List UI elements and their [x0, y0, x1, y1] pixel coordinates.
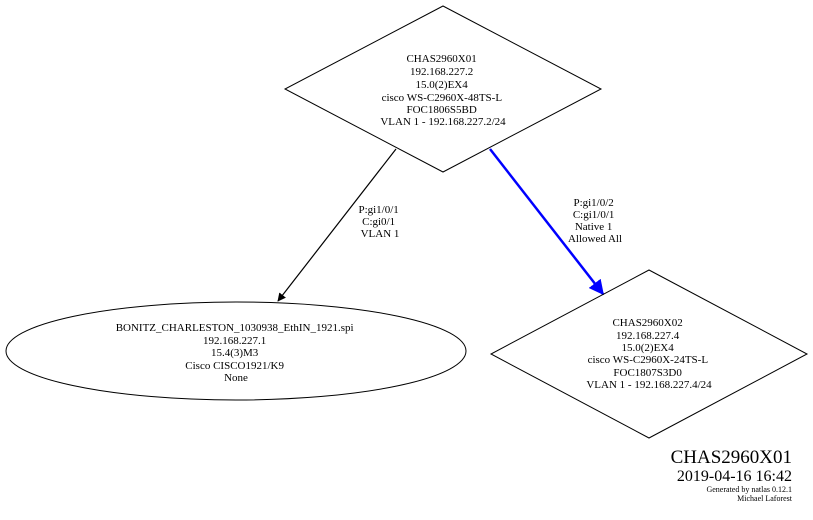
node-label-line: Cisco CISCO1921/K9	[185, 360, 284, 372]
node-label-line: cisco WS-C2960X-24TS-L	[588, 354, 709, 366]
node-router[interactable]: BONITZ_CHARLESTON_1030938_EthIN_1921.spi…	[5, 301, 467, 401]
router-ellipse-shape	[5, 301, 467, 401]
node-label: CHAS2960X01 192.168.227.2 15.0(2)EX4 cis…	[380, 53, 506, 128]
node-label-line: FOC1806S5BD	[406, 104, 476, 116]
node-label-line: VLAN 1 - 192.168.227.2/24	[380, 116, 506, 128]
node-label-line: 192.168.227.4	[616, 330, 680, 342]
edge-label-line: VLAN 1	[361, 228, 400, 240]
footer-author: Michael Laforest	[737, 494, 793, 503]
node-label-line: None	[224, 372, 248, 384]
footer-title: CHAS2960X01	[671, 447, 792, 468]
edge-label-line: P:gi1/0/1	[358, 204, 398, 216]
edge-label-line: C:gi1/0/1	[573, 209, 615, 221]
node-label-line: 15.4(3)M3	[211, 347, 259, 359]
footer-generated-by: Generated by natlas 0.12.1	[706, 485, 792, 494]
node-label: BONITZ_CHARLESTON_1030938_EthIN_1921.spi…	[116, 322, 357, 384]
node-label-line: 192.168.227.2	[410, 66, 473, 78]
node-label-line: cisco WS-C2960X-48TS-L	[382, 92, 503, 104]
node-label-line: VLAN 1 - 192.168.227.4/24	[586, 379, 712, 391]
node-label-line: FOC1807S3D0	[613, 367, 682, 379]
edge-line-to-switch2	[489, 148, 604, 296]
node-chas2960x01[interactable]: CHAS2960X01 192.168.227.2 15.0(2)EX4 cis…	[283, 5, 603, 173]
node-label-line: CHAS2960X01	[406, 53, 476, 65]
switch-diamond-shape	[283, 5, 603, 173]
node-label-line: 15.0(2)EX4	[622, 342, 675, 354]
node-chas2960x02[interactable]: CHAS2960X02 192.168.227.4 15.0(2)EX4 cis…	[489, 269, 809, 439]
node-label-line: CHAS2960X02	[612, 317, 682, 329]
edge-label-to-router: P:gi1/0/1 C:gi0/1 VLAN 1	[358, 204, 401, 240]
switch-diamond-shape	[489, 269, 809, 439]
node-label-line: BONITZ_CHARLESTON_1030938_EthIN_1921.spi	[116, 322, 354, 334]
diagram-footer: CHAS2960X01 2019-04-16 16:42 Generated b…	[671, 447, 793, 503]
edge-label-line: P:gi1/0/2	[573, 197, 613, 209]
node-label: CHAS2960X02 192.168.227.4 15.0(2)EX4 cis…	[586, 317, 712, 391]
edge-label-line: Native 1	[575, 221, 613, 233]
edge-label-line: Allowed All	[568, 233, 622, 245]
edge-to-switch2: P:gi1/0/2 C:gi1/0/1 Native 1 Allowed All	[489, 148, 622, 296]
edge-label-line: C:gi0/1	[362, 216, 395, 228]
node-label-line: 15.0(2)EX4	[416, 79, 469, 91]
edge-label-to-switch2: P:gi1/0/2 C:gi1/0/1 Native 1 Allowed All	[568, 197, 622, 245]
edge-line-to-router	[277, 148, 397, 302]
edge-to-router: P:gi1/0/1 C:gi0/1 VLAN 1	[277, 148, 401, 302]
node-label-line: 192.168.227.1	[203, 335, 266, 347]
footer-datetime: 2019-04-16 16:42	[677, 468, 792, 485]
